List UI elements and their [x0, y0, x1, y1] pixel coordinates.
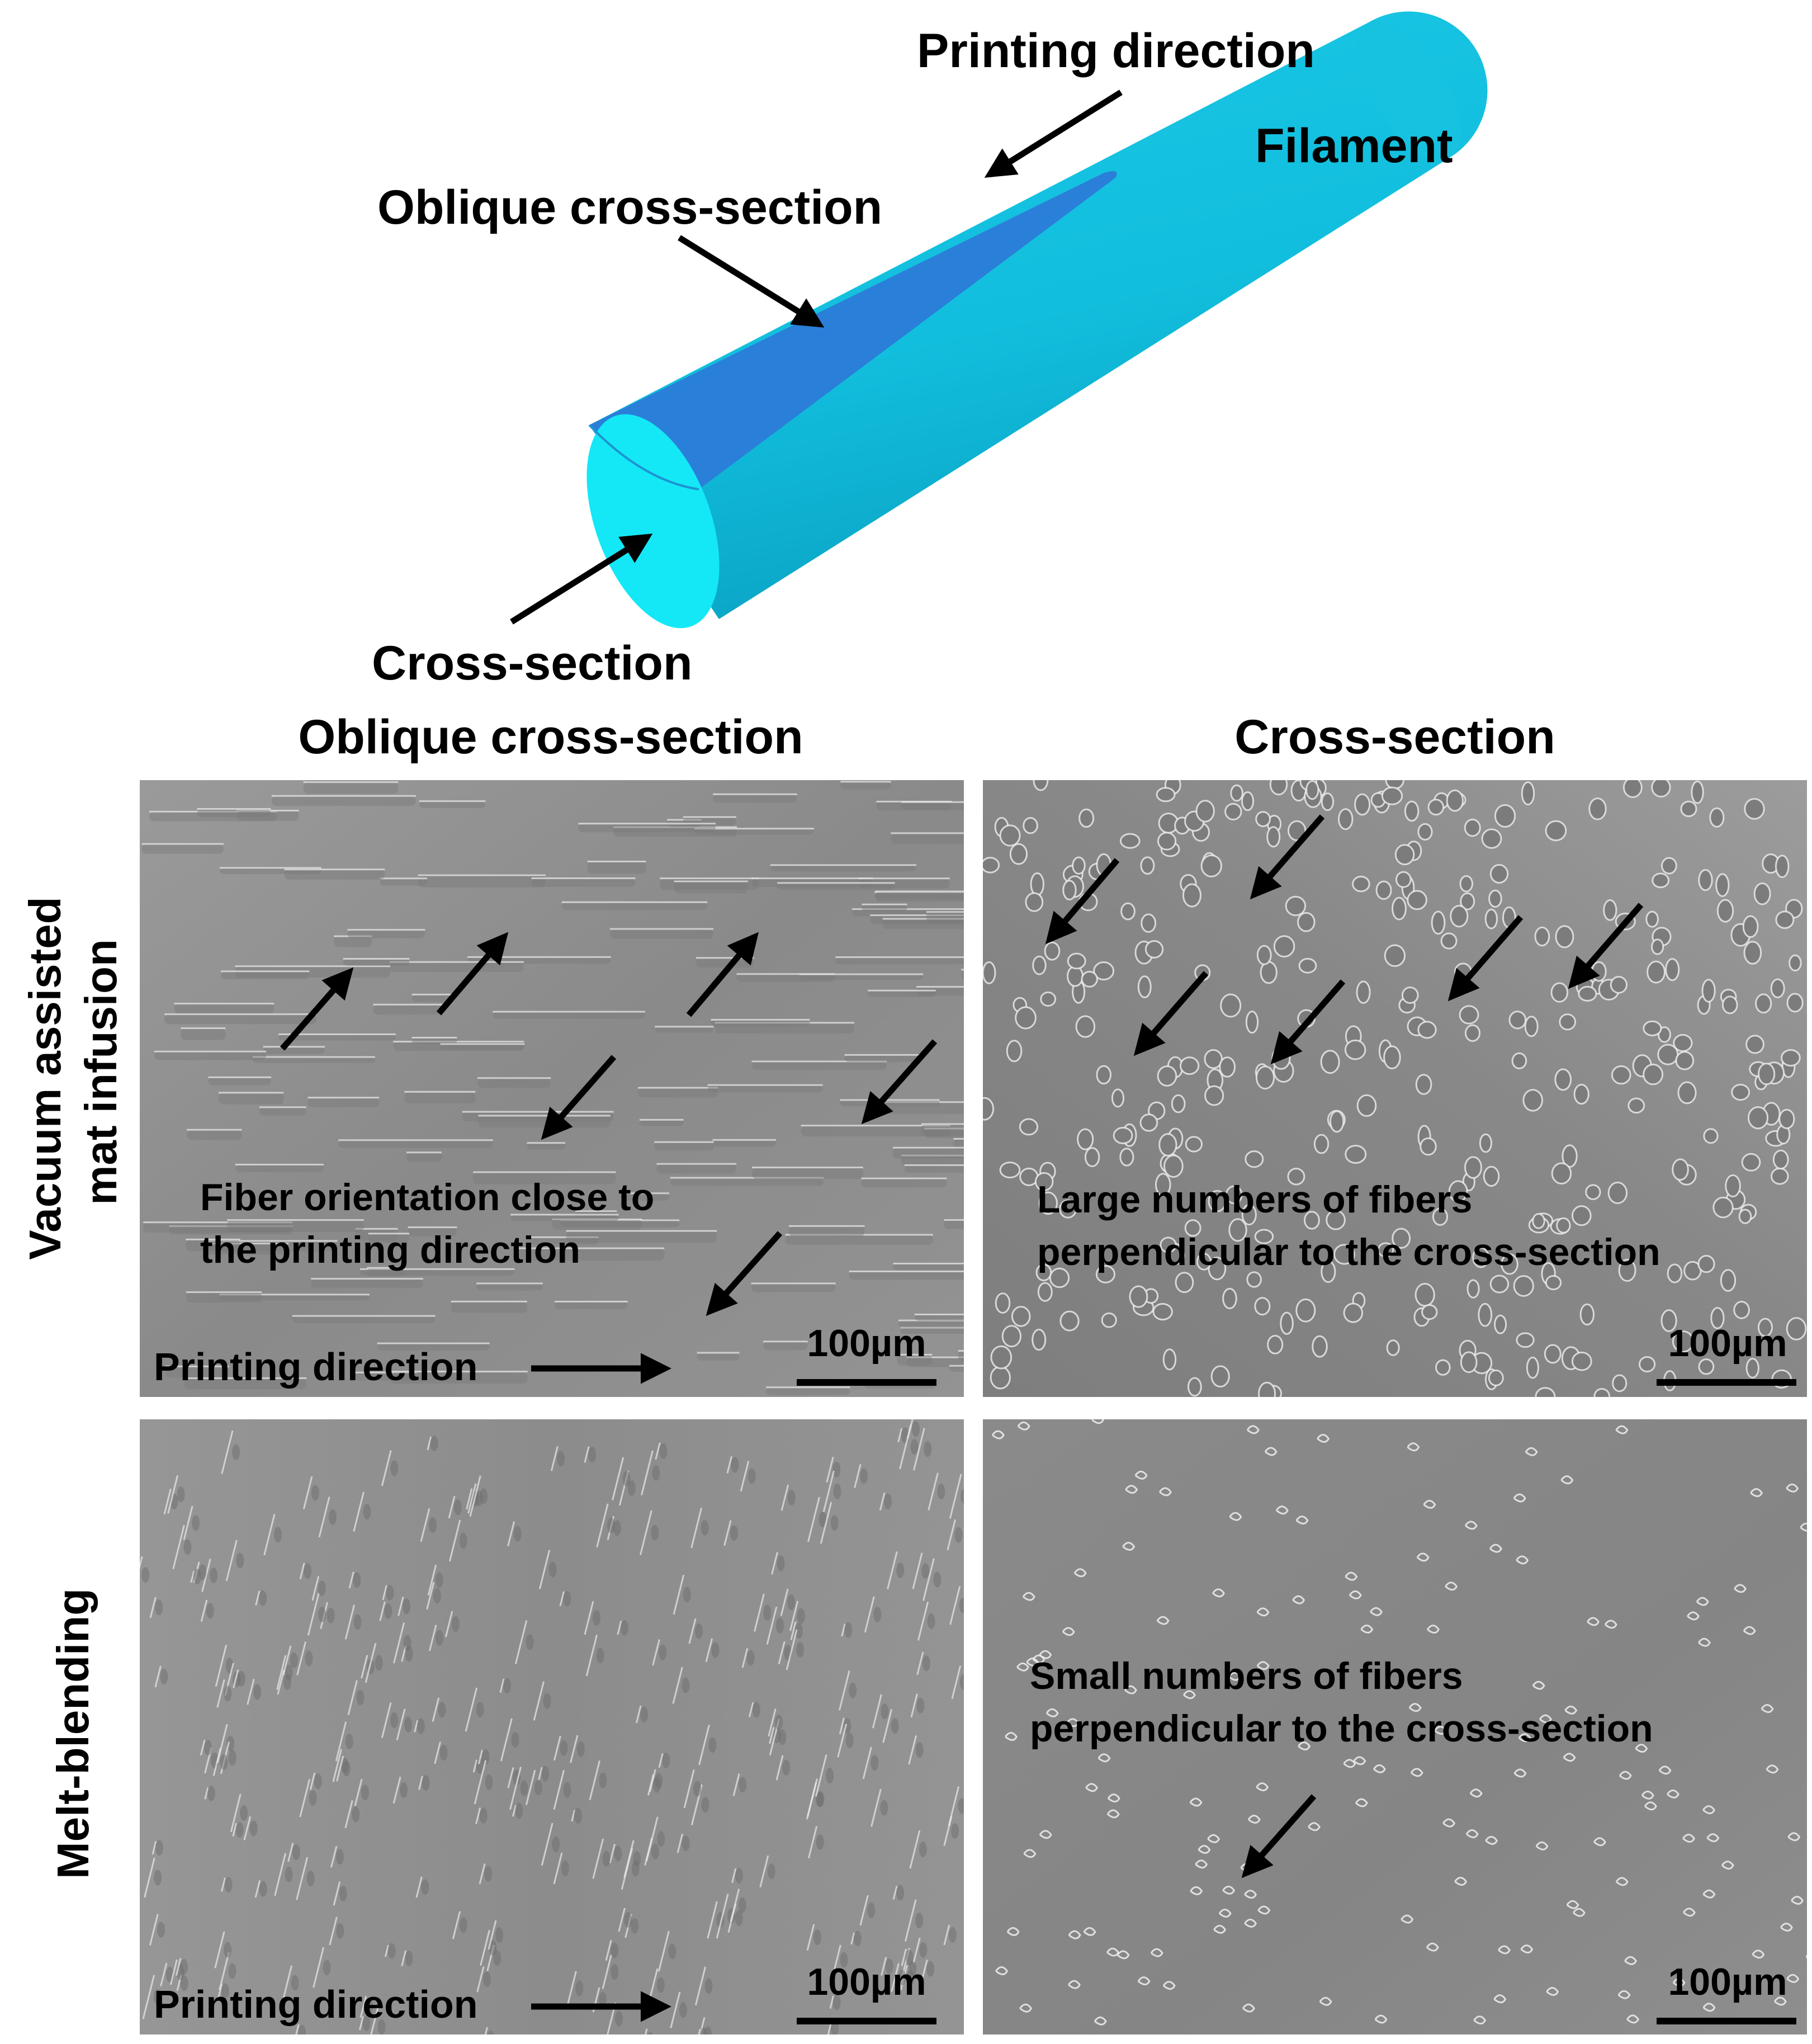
oblique-cross-section-label: Oblique cross-section — [377, 181, 882, 234]
fiber-arrow — [1241, 1794, 1317, 1878]
sem-panel-vacuum-cross-section: Large numbers of fibers perpendicular to… — [983, 780, 1807, 1397]
filament-diagram: Printing direction Filament Oblique cros… — [372, 11, 1488, 690]
scale-bar-label: 100µm — [807, 1961, 926, 2003]
filament-body — [589, 11, 1488, 619]
annotation-small-numbers: Small numbers of fibers perpendicular to… — [1030, 1655, 1653, 1750]
fiber-arrows — [280, 932, 938, 1316]
oblique-cross-section-face — [589, 171, 1117, 489]
row-header-vacuum: Vacuum assisted mat infusion — [20, 884, 126, 1259]
printing-direction-text: Printing direction — [154, 1982, 477, 2026]
oblique-section-arrow — [678, 235, 825, 328]
scale-bar — [1657, 2018, 1796, 2024]
sem-panel-melt-cross-section: Small numbers of fibers perpendicular to… — [983, 1419, 1807, 2034]
scale-bar — [797, 1379, 936, 1386]
row-header-melt-blending: Melt-blending — [48, 1588, 98, 1879]
sem-panel-melt-oblique: Printing direction 100µm — [140, 1419, 964, 2034]
filament-label: Filament — [1255, 119, 1453, 173]
cross-section-face — [586, 414, 720, 629]
printing-direction-arrow — [984, 89, 1123, 178]
annotation-large-numbers: Large numbers of fibers perpendicular to… — [1037, 1178, 1660, 1273]
scale-bar-label: 100µm — [1668, 1961, 1787, 2003]
cross-section-label: Cross-section — [372, 636, 693, 690]
printing-direction-label: Printing direction — [917, 24, 1315, 78]
scale-bar — [797, 2018, 936, 2024]
column-header-oblique: Oblique cross-section — [298, 710, 803, 764]
scale-bar-label: 100µm — [807, 1322, 926, 1365]
printing-direction-text: Printing direction — [154, 1345, 477, 1389]
annotation-fiber-orientation: Fiber orientation close to the printing … — [200, 1176, 665, 1271]
column-header-cross-section: Cross-section — [1234, 710, 1555, 764]
cross-section-arrow — [510, 534, 653, 625]
scale-bar-label: 100µm — [1668, 1322, 1787, 1365]
filament-far-end — [1357, 21, 1461, 160]
scale-bar — [1657, 1379, 1796, 1386]
fiber-arrows — [1045, 814, 1644, 1065]
sem-panel-vacuum-oblique: Fiber orientation close to the printing … — [140, 780, 964, 1397]
